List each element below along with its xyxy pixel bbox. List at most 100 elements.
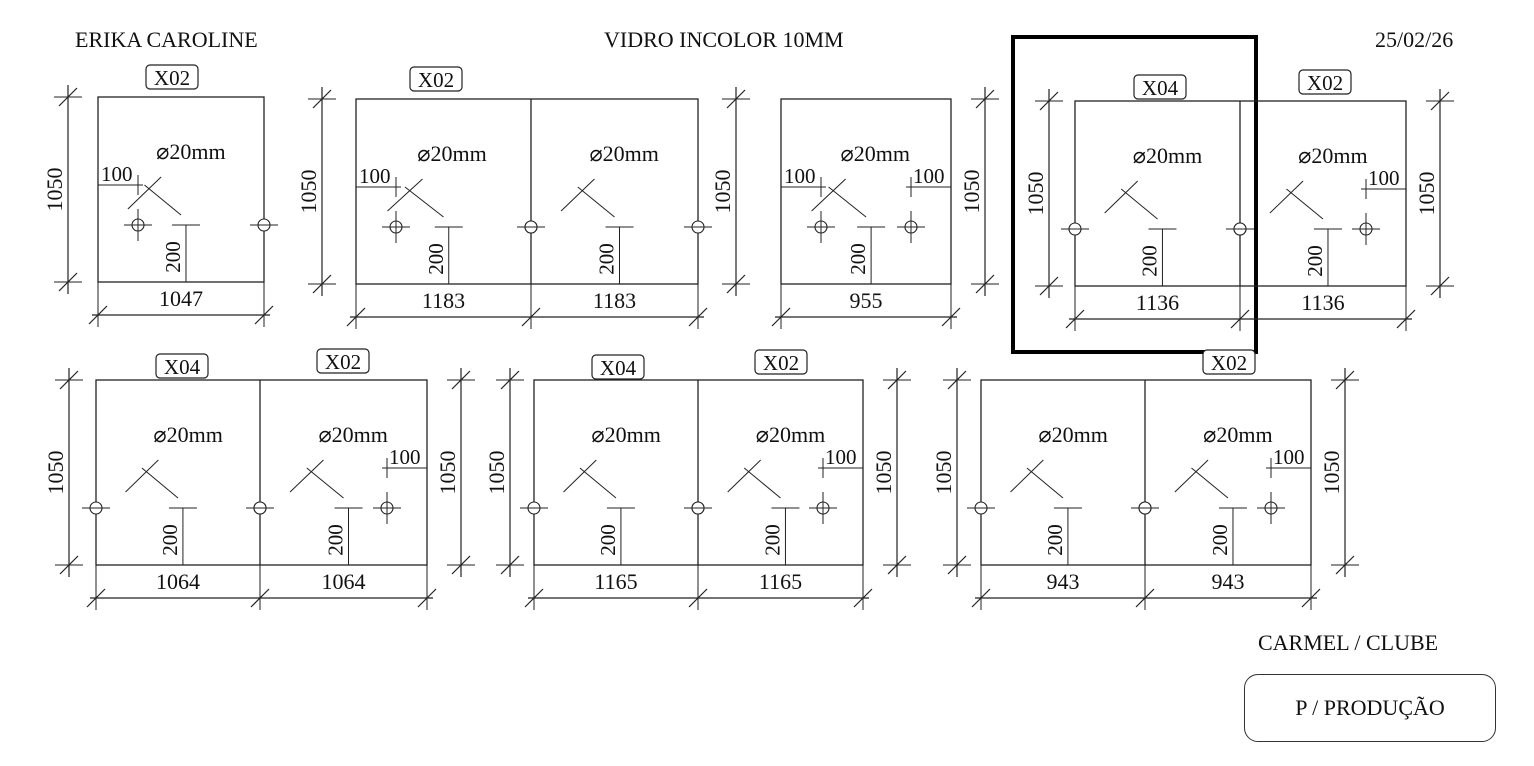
leader-line: [577, 186, 615, 218]
glass-panel-outline: [95, 379, 428, 566]
dimension-tick: [1230, 309, 1250, 329]
dimension-tick: [250, 588, 270, 608]
leader-line: [127, 176, 162, 210]
offset-200-label: 200: [1043, 524, 1067, 556]
dimension-tick: [500, 370, 520, 390]
dimension-tick: [524, 588, 544, 608]
height-dimension: 1050: [1414, 172, 1439, 216]
width-dimension: 1136: [1136, 290, 1179, 315]
leader-line: [811, 178, 846, 212]
dimension-tick: [312, 89, 332, 109]
panel-tag: X02: [763, 351, 799, 375]
panel-tag: X02: [154, 66, 190, 90]
glass-panel-outline: [780, 98, 952, 285]
height-dimension: 1050: [871, 451, 896, 495]
tag-box: [409, 66, 463, 92]
height-dimension: 1050: [1023, 172, 1048, 216]
panel-tag: X02: [418, 68, 454, 92]
offset-100-label: 100: [913, 164, 945, 188]
leader-line: [1010, 459, 1044, 493]
tag-box: [316, 348, 370, 374]
leader-line: [387, 178, 423, 212]
dimension-tick: [417, 588, 437, 608]
highlight-box: [1011, 35, 1258, 354]
leader-line: [560, 178, 595, 212]
stamp-text: P / PRODUÇÃO: [1295, 695, 1445, 720]
leader-line: [1120, 188, 1158, 220]
width-dimension: 955: [850, 288, 883, 313]
width-dimension: 1047: [159, 286, 203, 311]
hole-diameter-label: ⌀20mm: [756, 422, 825, 447]
tag-box: [155, 353, 209, 379]
offset-200-label: 200: [596, 524, 620, 556]
offset-100-label: 100: [1368, 166, 1400, 190]
dimension-tick: [500, 555, 520, 575]
leader-line: [1269, 180, 1304, 214]
hole-diameter-label: ⌀20mm: [589, 141, 658, 166]
dimension-tick: [1301, 588, 1321, 608]
dimension-tick: [521, 307, 541, 327]
hole-diameter-label: ⌀20mm: [1298, 143, 1367, 168]
offset-200-label: 200: [846, 243, 870, 275]
glass-panel-outline: [355, 98, 699, 285]
leader-line: [828, 186, 867, 218]
tag-box: [591, 354, 645, 380]
production-stamp: P / PRODUÇÃO: [1244, 674, 1496, 742]
dimension-tick: [451, 370, 471, 390]
date: 25/02/26: [1375, 27, 1454, 52]
dimension-tick: [86, 588, 106, 608]
leader-line: [1286, 188, 1324, 220]
glass-panel-outline: [980, 379, 1312, 566]
hole-diameter-label: ⌀20mm: [1038, 422, 1107, 447]
offset-200-label: 200: [424, 243, 448, 275]
tag-box: [754, 349, 808, 375]
offset-200-label: 200: [760, 524, 784, 556]
leader-line: [144, 184, 182, 216]
width-dimension: 1165: [759, 569, 802, 594]
panel-tag: X02: [1211, 351, 1247, 375]
leader-line: [1026, 467, 1064, 499]
leader-line: [579, 467, 617, 499]
hole-diameter-label: ⌀20mm: [1203, 422, 1272, 447]
tag-box: [1202, 349, 1256, 375]
height-dimension: 1050: [1319, 451, 1344, 495]
leader-line: [289, 459, 324, 493]
panel-tag: X04: [1142, 76, 1179, 100]
height-dimension: 1050: [43, 451, 68, 495]
leader-line: [306, 467, 344, 499]
dimension-tick: [726, 274, 746, 294]
dimension-tick: [947, 370, 967, 390]
offset-100-label: 100: [389, 445, 421, 469]
hole-diameter-label: ⌀20mm: [417, 141, 486, 166]
hole-diameter-label: ⌀20mm: [1133, 143, 1202, 168]
panel-tag: X02: [325, 350, 361, 374]
panel-tag: X02: [1307, 71, 1343, 95]
hole-diameter-label: ⌀20mm: [153, 422, 222, 447]
dimension-tick: [1335, 555, 1355, 575]
dimension-tick: [975, 274, 995, 294]
width-dimension: 943: [1212, 569, 1245, 594]
offset-200-label: 200: [1208, 524, 1232, 556]
width-dimension: 1064: [322, 569, 366, 594]
width-dimension: 1136: [1301, 290, 1344, 315]
leader-line: [727, 459, 762, 493]
width-dimension: 1165: [594, 569, 637, 594]
offset-200-label: 200: [158, 524, 182, 556]
material-title: VIDRO INCOLOR 10MM: [604, 27, 844, 52]
dimension-tick: [59, 370, 79, 390]
dimension-tick: [451, 555, 471, 575]
offset-200-label: 200: [1303, 245, 1327, 277]
offset-200-label: 200: [161, 241, 185, 273]
height-dimension: 1050: [435, 451, 460, 495]
hole-diameter-label: ⌀20mm: [591, 422, 660, 447]
width-dimension: 943: [1047, 569, 1080, 594]
dimension-tick: [1430, 276, 1450, 296]
client-name: ERIKA CAROLINE: [75, 27, 258, 52]
glass-panel-outline: [97, 96, 265, 283]
tag-box: [1133, 74, 1187, 100]
leader-line: [141, 467, 179, 499]
height-dimension: 1050: [959, 170, 984, 214]
offset-200-label: 200: [1137, 245, 1161, 277]
dimension-tick: [312, 274, 332, 294]
height-dimension: 1050: [42, 168, 67, 212]
